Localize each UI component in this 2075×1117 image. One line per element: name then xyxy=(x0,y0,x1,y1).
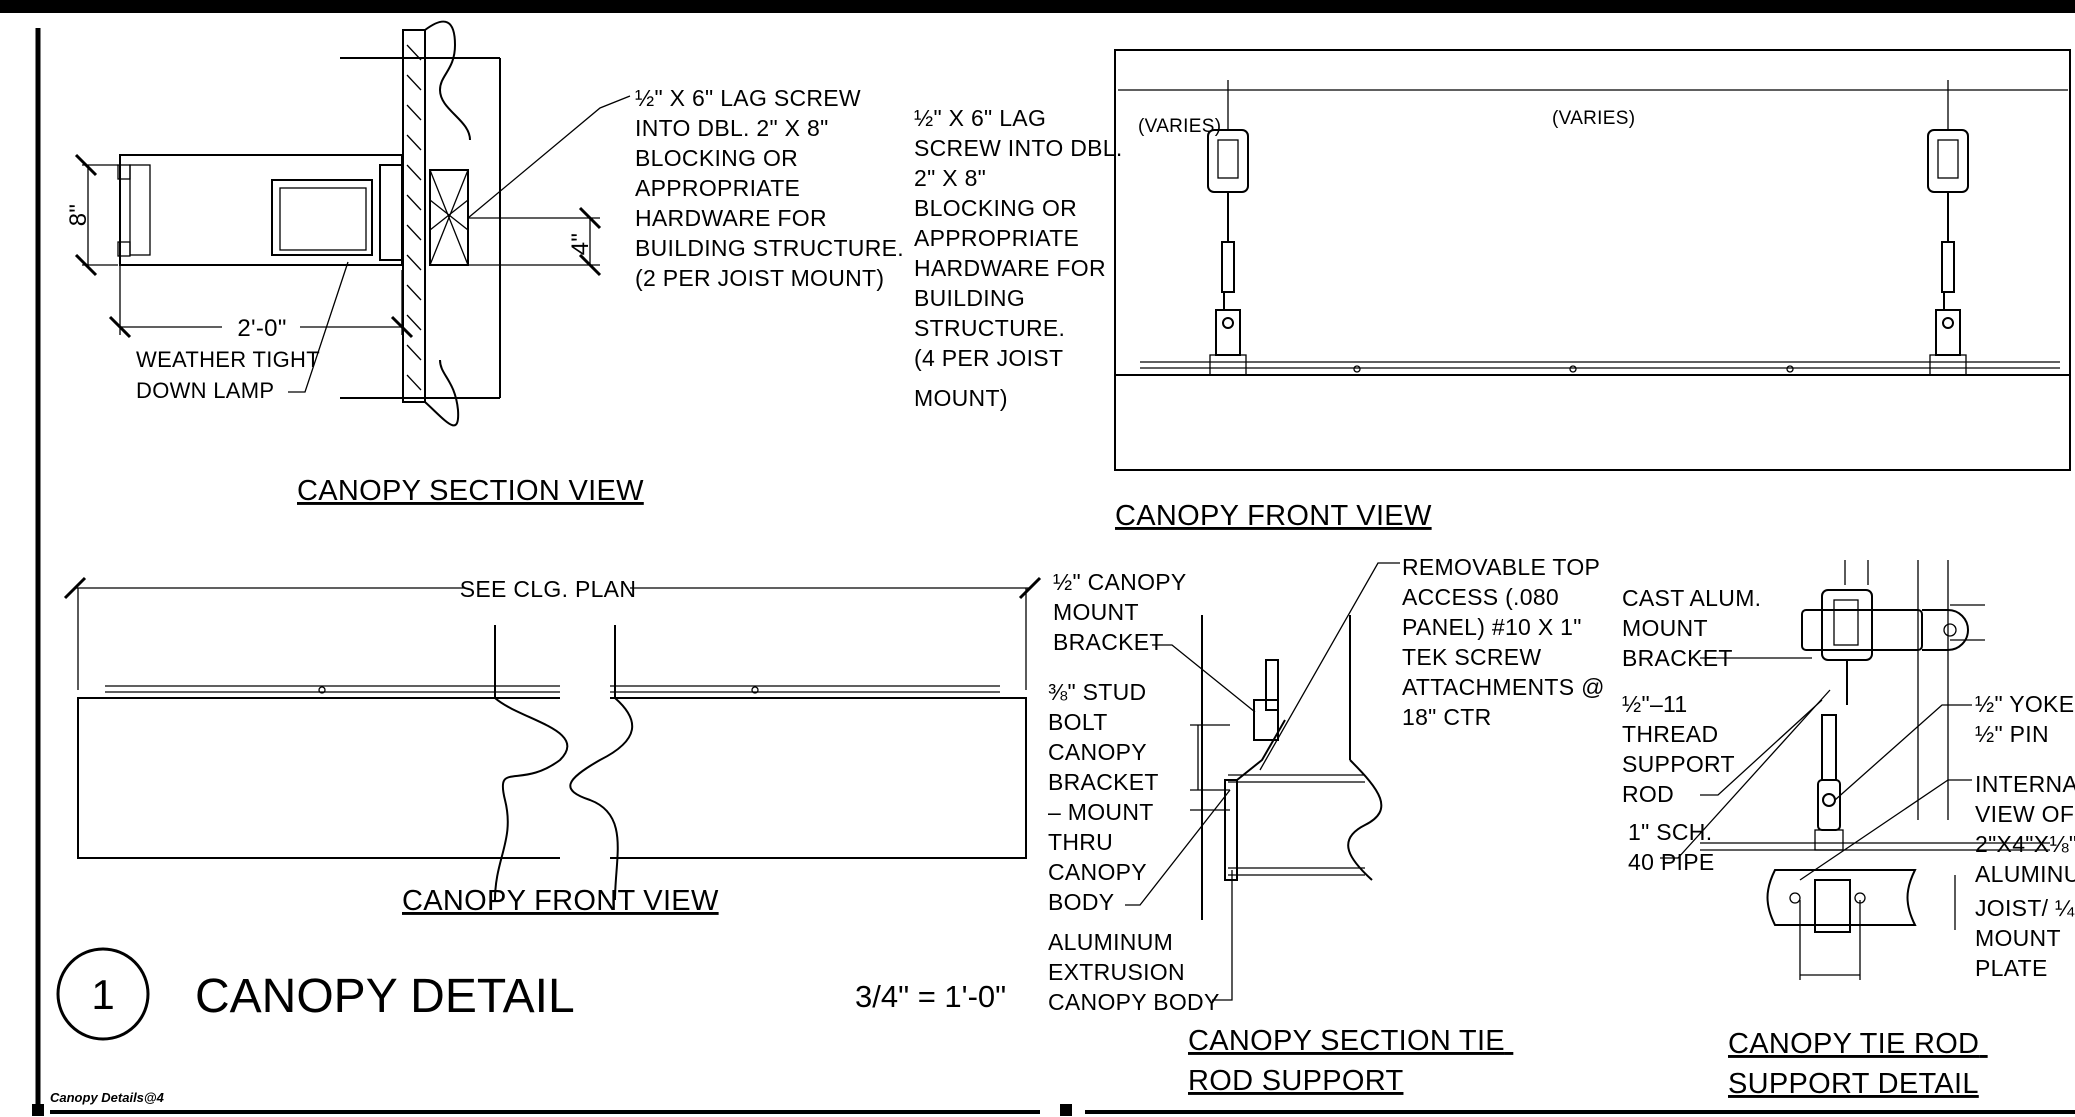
tie-callout-extrusion: ALUMINUM EXTRUSION CANOPY BODY xyxy=(1048,929,1220,1015)
section-tie-rod-drawing xyxy=(1125,562,1400,1001)
canopy-section-view: 4" 8" 2'-0" xyxy=(65,20,631,427)
section-tie-rod-title: CANOPY SECTION TIE ROD SUPPORT xyxy=(1188,1025,1513,1097)
tie-callout-bracket: ½" CANOPY MOUNT BRACKET xyxy=(1053,569,1193,655)
middle-lag-note: ½" X 6" LAG SCREW INTO DBL. 2" X 8" BLOC… xyxy=(914,105,1129,411)
tie-rod-detail-drawing xyxy=(1660,560,2050,980)
bottom-border-tick-mid xyxy=(1060,1104,1072,1116)
detail-number: 1 xyxy=(91,971,114,1018)
section-dim-height: 8" xyxy=(65,204,92,226)
bottom-border-tick-left xyxy=(32,1104,44,1116)
section-callout-lag: ½" X 6" LAG SCREW INTO DBL. 2" X 8" BLOC… xyxy=(635,85,911,291)
tie-callout-access: REMOVABLE TOP ACCESS (.080 PANEL) #10 X … xyxy=(1402,554,1611,730)
section-dim-blocking: 4" xyxy=(567,233,594,255)
sheet-tag: Canopy Details@4 xyxy=(50,1090,165,1105)
front-bottom-dim-label: SEE CLG. PLAN xyxy=(460,576,636,602)
detail-callout-thread: ½"–11 THREAD SUPPORT ROD xyxy=(1622,691,1741,807)
front-view-top-title: CANOPY FRONT VIEW xyxy=(1115,500,1432,532)
tie-callout-stud: ⅜" STUD BOLT CANOPY BRACKET – MOUNT THRU… xyxy=(1048,679,1165,915)
top-border-bar xyxy=(0,0,2075,13)
detail-callout-internal: INTERNAL VIEW OF 2"X4"X⅛" ALUMINUM JOIST… xyxy=(1975,771,2075,981)
front-view-bottom-title: CANOPY FRONT VIEW xyxy=(402,885,719,917)
front-varies-center: (VARIES) xyxy=(1552,108,1635,129)
front-varies-left: (VARIES) xyxy=(1138,116,1221,137)
section-callout-lamp: WEATHER TIGHT DOWN LAMP xyxy=(136,347,326,403)
detail-callout-yoke: ½" YOKE / ½" PIN xyxy=(1975,691,2075,747)
canopy-front-view-bottom xyxy=(63,576,1042,901)
detail-callout-cast: CAST ALUM. MOUNT BRACKET xyxy=(1622,585,1768,671)
detail-callout-pipe: 1" SCH. 40 PIPE xyxy=(1628,819,1719,875)
canopy-front-view-top xyxy=(1114,49,2071,471)
detail-number-circle xyxy=(56,947,150,1041)
section-dim-width: 2'-0" xyxy=(237,315,286,342)
detail-scale: 3/4" = 1'-0" xyxy=(855,979,1006,1014)
tie-rod-detail-title: CANOPY TIE ROD SUPPORT DETAIL xyxy=(1728,1028,1988,1100)
section-view-title: CANOPY SECTION VIEW xyxy=(297,475,644,507)
detail-title: CANOPY DETAIL xyxy=(195,970,575,1023)
